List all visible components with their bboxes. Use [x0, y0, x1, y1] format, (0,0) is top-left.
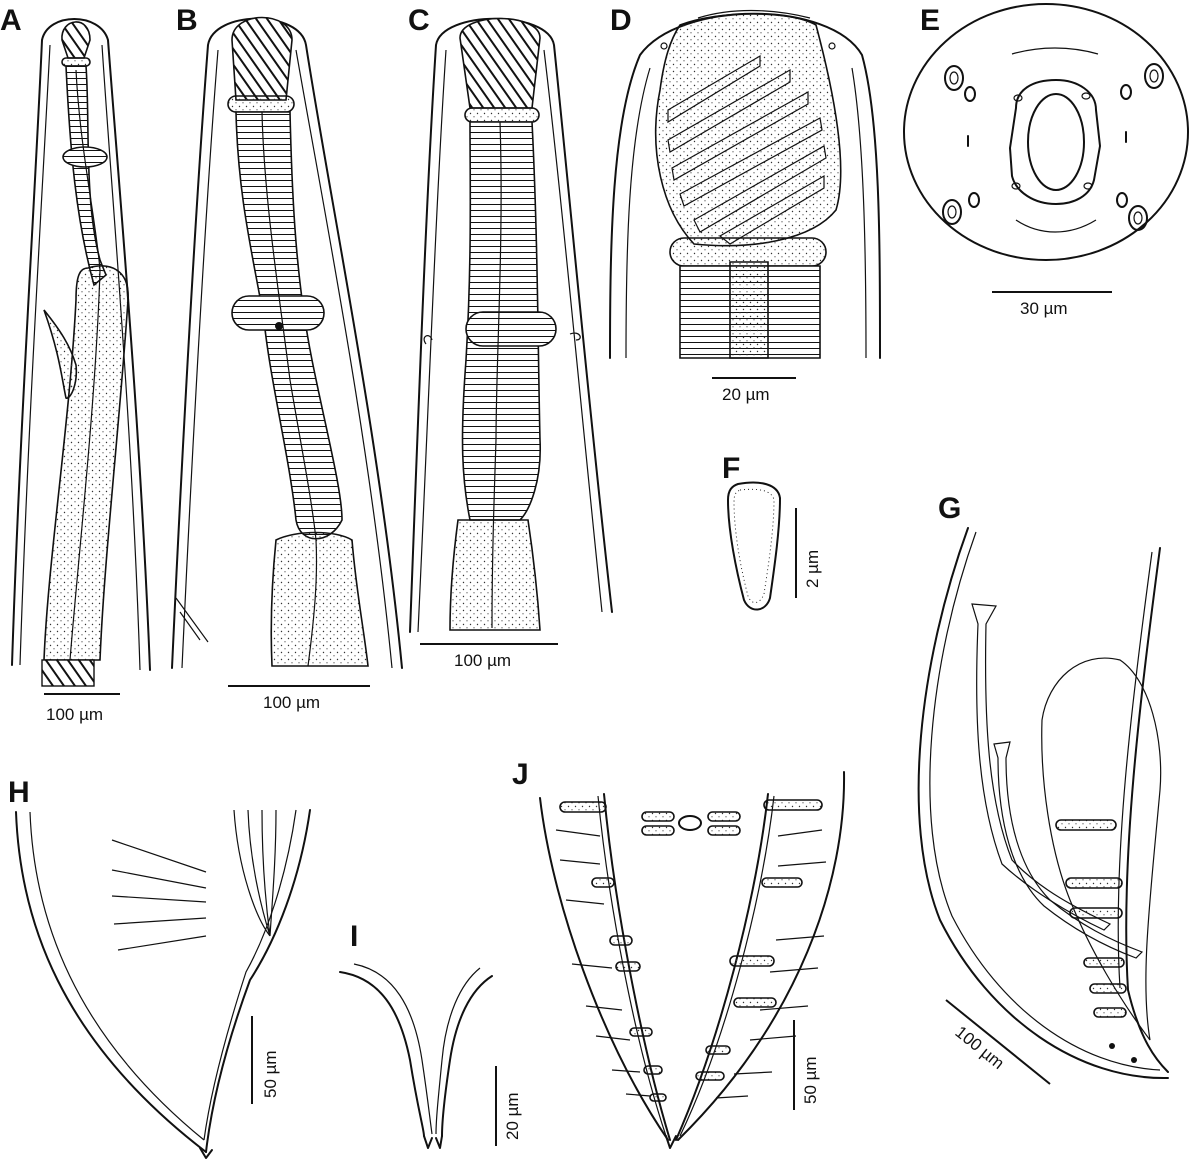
panel-f: F 2 µm [722, 452, 822, 611]
panel-a-lumen [69, 69, 101, 661]
panel-b-ring-top [227, 95, 295, 113]
panel-j-right-papillae [695, 799, 823, 1081]
panel-a-excretory-gland [43, 309, 78, 399]
panel-j-scale-text: 50 µm [801, 1056, 820, 1104]
panel-h-cuticle [29, 811, 205, 1141]
panel-d-scale-text: 20 µm [722, 385, 770, 404]
panel-d-buccal-capsule [654, 12, 842, 247]
panel-a-body-outline [11, 18, 151, 671]
panel-g-ventral-cuticle [1117, 551, 1153, 989]
panel-j-label: J [512, 758, 529, 791]
panel-d-lumen [729, 261, 769, 359]
panel-b-glandular-esophagus [270, 531, 369, 667]
panel-g-ventral-outline [1125, 547, 1169, 1073]
panel-c-cuticle [417, 49, 603, 633]
panel-j-precloacal-papillae [641, 811, 741, 836]
panel-e: E 30 µm [903, 3, 1189, 318]
panel-d-papilla-left [660, 42, 668, 50]
panel-j-right-striations [715, 829, 827, 1099]
panel-g-scale-text: 100 µm [951, 1022, 1007, 1073]
panel-e-oral-opening [1027, 93, 1085, 191]
panel-f-scale-text: 2 µm [803, 550, 822, 588]
panel-d-cuticle [625, 67, 867, 359]
panel-h-tail-tip [199, 1147, 213, 1159]
panel-c-ring-top [464, 107, 540, 123]
panel-f-label: F [722, 452, 740, 485]
panel-a-label: A [0, 4, 22, 37]
panel-a-nerve-ring-top [61, 57, 91, 67]
panel-h-scale-text: 50 µm [261, 1050, 280, 1098]
panel-c-nerve-ring [465, 311, 557, 347]
panel-i-tail-spikes [423, 1135, 443, 1149]
panel-j-left-striations [555, 829, 651, 1097]
panel-b-nerve-ring [231, 295, 325, 331]
panel-j-tail-tips [665, 1135, 677, 1149]
panel-i-label: I [350, 920, 358, 953]
panel-f-egg-outline [727, 481, 781, 611]
panel-a-scale-text: 100 µm [46, 705, 103, 724]
panel-c-deirid-right [569, 332, 581, 341]
panel-i-tail-outline [339, 971, 493, 1137]
panel-h: H 50 µm [8, 776, 311, 1159]
panel-b-label: B [176, 4, 198, 37]
panel-j-left-papillae [559, 801, 667, 1102]
panel-a-buccal-capsule [61, 21, 91, 59]
panel-d-buccal-rim [697, 9, 811, 19]
panel-c-scale-text: 100 µm [454, 651, 511, 670]
panel-e-scale-text: 30 µm [1020, 299, 1068, 318]
panel-h-label: H [8, 776, 30, 809]
panel-g-scale-bar [945, 999, 1051, 1085]
panel-h-dorsal-cuticle [203, 809, 297, 1141]
panel-c-buccal-capsule [459, 17, 541, 109]
panel-g-papillae [1055, 819, 1137, 1063]
panel-b-lumen [261, 111, 317, 541]
panel-h-vulva-lines [233, 809, 277, 937]
panel-c: C 100 µm [408, 4, 613, 670]
panel-g-caudal-alae [1041, 657, 1162, 1041]
panel-b-lumen-lower [307, 539, 318, 667]
panel-h-body-outline [15, 811, 207, 1153]
panel-c-label: C [408, 4, 430, 37]
panel-g-spicule-left [971, 603, 1112, 931]
panel-a: A 100 µm [0, 4, 151, 724]
panel-g-cuticle [929, 531, 1161, 1071]
panel-e-inner-papillae [967, 92, 1127, 190]
panel-i: I 20 µm [339, 920, 522, 1149]
panel-j-right-ala-inner [679, 795, 775, 1137]
panel-d-papilla-right [828, 42, 836, 50]
panel-j-right-ala [675, 793, 769, 1141]
panel-b-excretory-pore [275, 322, 283, 330]
panel-b-scale-text: 100 µm [263, 693, 320, 712]
panel-i-tail-inner [353, 963, 481, 1135]
panel-b-cuticle [181, 49, 393, 669]
panel-h-dorsal-outline [205, 809, 311, 1153]
panel-g-label: G [938, 492, 961, 525]
panel-j-right-outline [677, 771, 846, 1141]
panel-e-apical-view-outline [903, 3, 1189, 261]
panel-j: J 50 µm [512, 758, 846, 1149]
panel-i-scale-text: 20 µm [503, 1092, 522, 1140]
panel-d: D 20 µm [609, 4, 881, 404]
panel-c-glandular-esophagus [449, 519, 541, 631]
panel-c-deirid-left [423, 335, 433, 345]
panel-g-body-outline [917, 527, 1169, 1080]
panel-j-left-outline [539, 797, 669, 1141]
panel-b-buccal-capsule [231, 16, 293, 101]
panel-e-oral-ring-outer [1009, 79, 1101, 205]
panel-b: B 100 µm [171, 4, 403, 712]
panel-e-cephalic-papillae [942, 63, 1164, 231]
panel-e-label: E [920, 4, 940, 37]
panel-b-gland-duct [175, 597, 209, 643]
panel-g: G 100 µm [917, 492, 1169, 1085]
panel-a-muscular-esophagus [65, 65, 107, 287]
panel-h-striations [111, 839, 207, 951]
panel-d-label: D [610, 4, 632, 37]
panel-e-amphid-arc-bottom [1015, 219, 1097, 233]
panel-e-amphid-arc-top [1011, 47, 1099, 55]
panel-a-glandular-esophagus [43, 265, 129, 661]
panel-a-intestine [41, 659, 95, 687]
panel-g-spicule-right [993, 741, 1144, 959]
